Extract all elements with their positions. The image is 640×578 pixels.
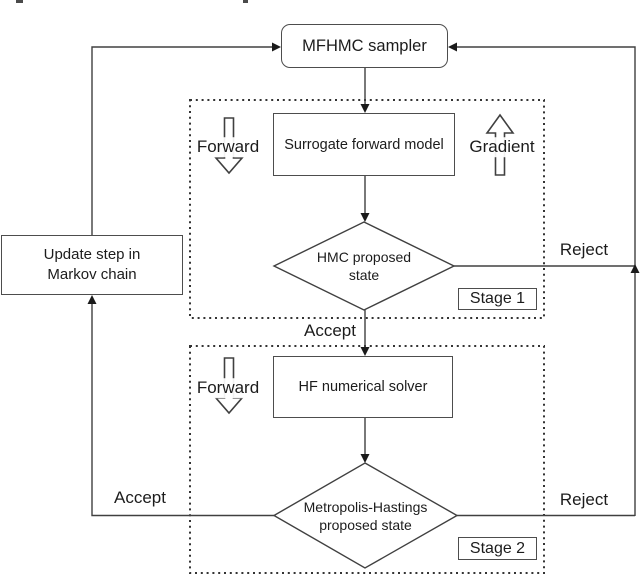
mh-proposed-state-diamond bbox=[272, 462, 459, 569]
edge-mh-accept-to-update bbox=[91, 302, 274, 517]
arrowhead-into-hmc-diamond bbox=[360, 213, 370, 222]
cropped-caption-artifact bbox=[243, 0, 248, 3]
edge-update-to-sampler bbox=[91, 46, 276, 235]
arrowhead-into-mh-diamond bbox=[360, 454, 370, 463]
hmc-proposed-state-label: HMC proposed state bbox=[316, 249, 412, 283]
accept-label-left: Accept bbox=[114, 488, 166, 508]
forward-label-stage2: Forward bbox=[194, 378, 262, 398]
stage2-tag: Stage 2 bbox=[458, 537, 537, 560]
reject-label-stage2: Reject bbox=[559, 490, 609, 510]
mh-proposed-state-label: Metropolis-Hastings proposed state bbox=[303, 499, 428, 533]
stage1-tag: Stage 1 bbox=[458, 288, 537, 310]
surrogate-forward-model-node: Surrogate forward model bbox=[273, 113, 455, 176]
mfhmc-sampler-node: MFHMC sampler bbox=[281, 24, 448, 68]
edge-reject-to-sampler bbox=[453, 46, 636, 516]
reject-label-stage1: Reject bbox=[559, 240, 609, 260]
accept-label-mid: Accept bbox=[304, 321, 356, 341]
gradient-label-stage1: Gradient bbox=[467, 137, 537, 157]
hmc-proposed-state-diamond bbox=[272, 221, 456, 311]
cropped-caption-artifact bbox=[16, 0, 23, 3]
arrowhead-into-update-box bbox=[87, 295, 97, 304]
forward-label-stage1: Forward bbox=[194, 137, 262, 157]
arrowhead-into-sampler-left bbox=[272, 42, 281, 52]
arrowhead-into-sampler-right bbox=[448, 42, 457, 52]
arrowhead-reject-merge-up bbox=[630, 264, 640, 273]
arrowhead-into-surrogate bbox=[360, 104, 370, 113]
arrowhead-into-hf-solver bbox=[360, 347, 370, 356]
stage1-dotted-boundary bbox=[189, 99, 545, 319]
hf-numerical-solver-node: HF numerical solver bbox=[273, 356, 453, 418]
update-step-node: Update step in Markov chain bbox=[1, 235, 183, 295]
